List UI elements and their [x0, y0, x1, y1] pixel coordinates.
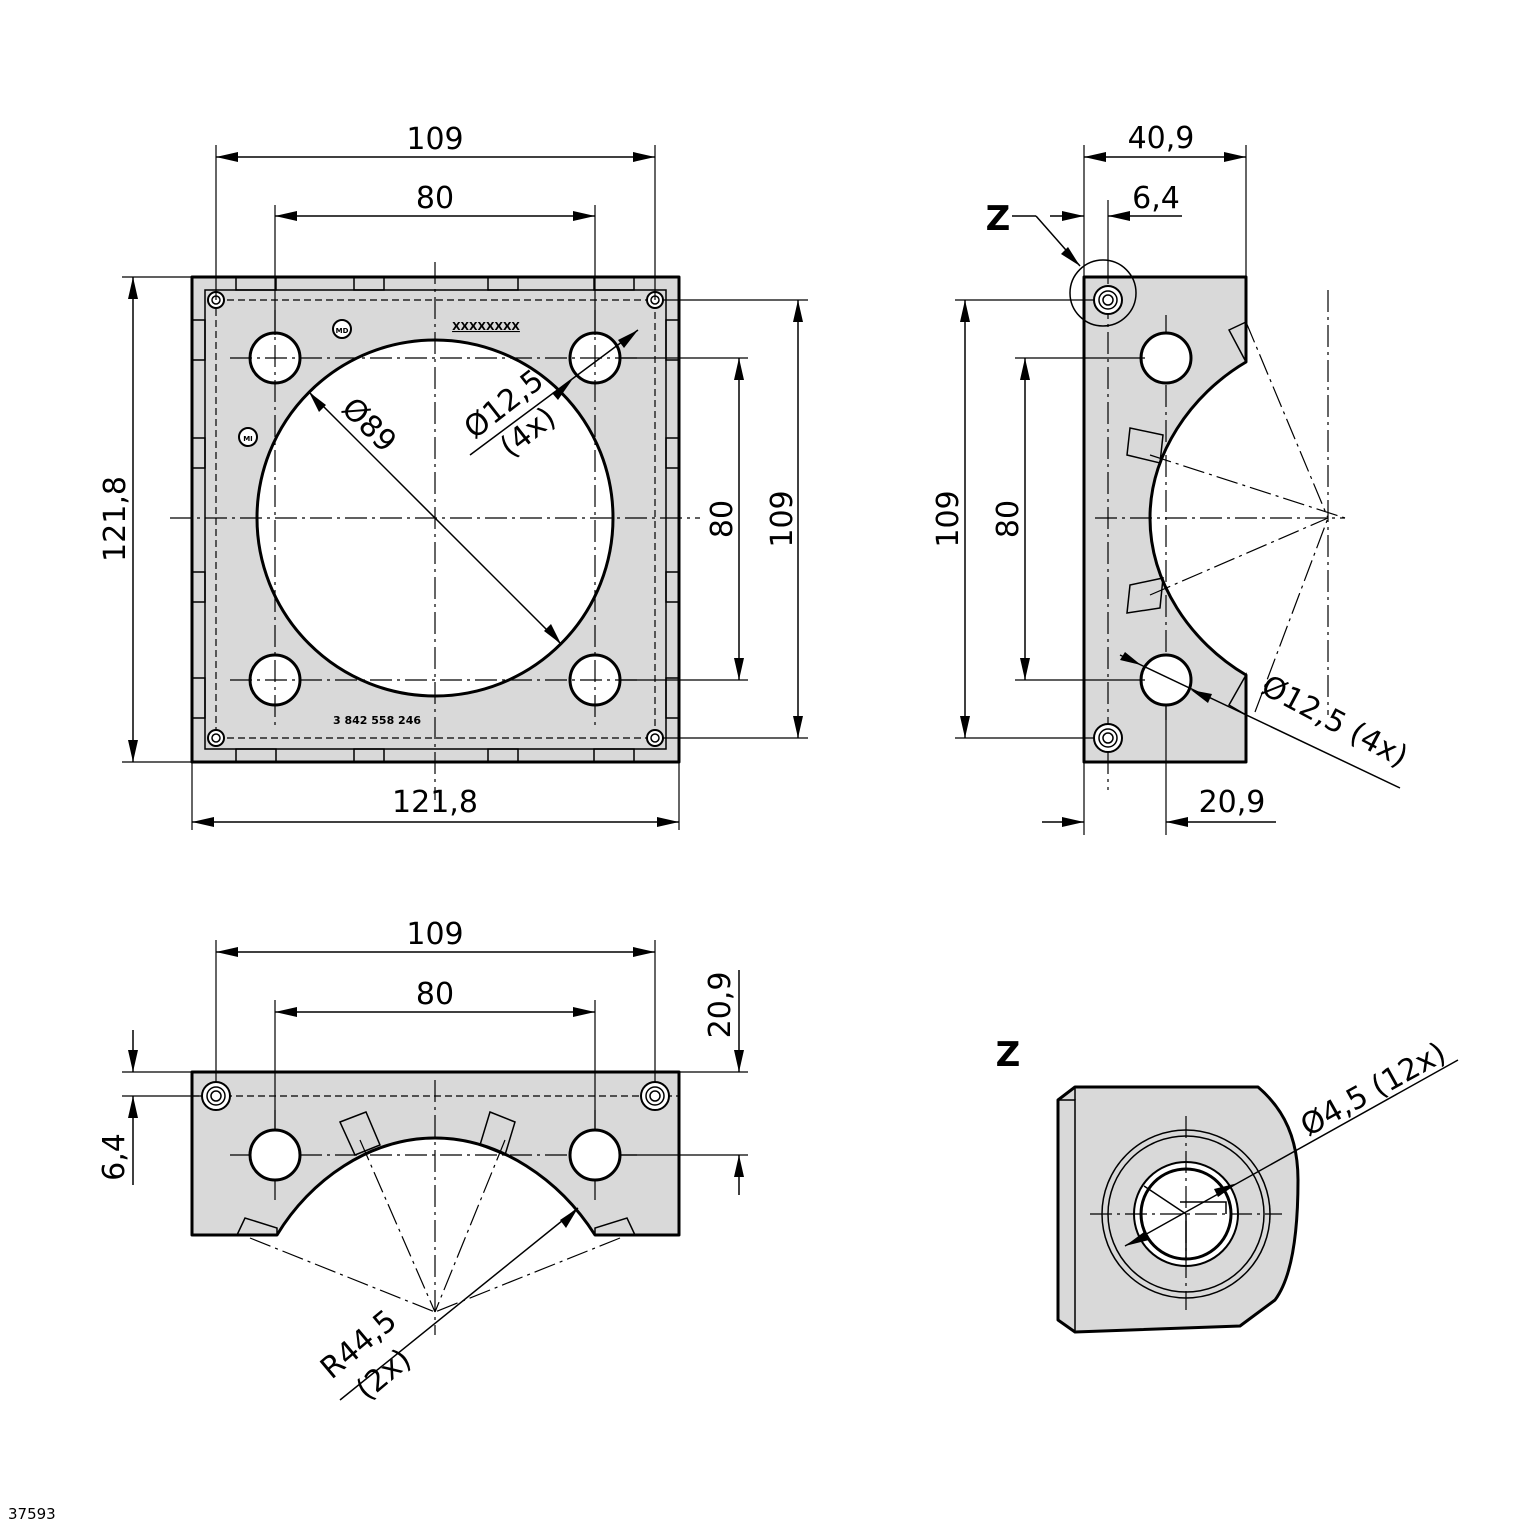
- bottom-screws: [201, 1081, 670, 1111]
- bottom-body: [190, 1070, 681, 1237]
- serial-mark: XXXXXXXX: [452, 320, 520, 333]
- front-view: MD MI XXXXXXXX 3 842 558 246 109 80 121,…: [98, 122, 808, 830]
- bottom-hole-left: [248, 1128, 302, 1182]
- front-dim-121-8-bottom: 121,8: [392, 785, 478, 820]
- md-logo-text: MD: [336, 327, 349, 335]
- front-clips: [191, 276, 680, 763]
- bottom-dim-109: 109: [406, 917, 463, 952]
- front-dim-80-top: 80: [416, 181, 454, 216]
- bottom-hole-right: [568, 1128, 622, 1182]
- detail-dim-hole-4-5: Ø4,5 (12x): [1295, 1036, 1452, 1144]
- side-dim-hole-12-5-4x: Ø12,5 (4x): [1256, 669, 1414, 775]
- md-logo: [332, 319, 352, 339]
- detail-label-z: Z: [996, 1035, 1021, 1075]
- front-hidden-outline: [215, 299, 656, 739]
- bottom-dim-20-9: 20,9: [703, 972, 738, 1039]
- side-dim-80: 80: [991, 500, 1026, 538]
- side-screws: [1093, 285, 1123, 753]
- mi-logo-text: MI: [243, 435, 253, 443]
- bottom-dim-6-4: 6,4: [97, 1133, 132, 1181]
- front-dim-109-right: 109: [765, 490, 800, 547]
- bottom-dim-80: 80: [416, 977, 454, 1012]
- part-number-engraving: 3 842 558 246: [333, 714, 421, 727]
- front-dim-121-8-left: 121,8: [98, 476, 133, 562]
- side-dim-20-9: 20,9: [1199, 785, 1266, 820]
- side-hole-top: [1139, 331, 1193, 385]
- front-dim-80-right: 80: [705, 500, 740, 538]
- side-detail-label-z: Z: [986, 199, 1011, 239]
- side-dim-109: 109: [931, 490, 966, 547]
- side-dim-6-4: 6,4: [1132, 181, 1180, 216]
- side-view: Z 40,9 6,4 109 80: [931, 121, 1413, 835]
- bottom-view: 109 80 20,9 6,4 R44,5 (2x): [97, 917, 748, 1407]
- side-dim-40-9: 40,9: [1128, 121, 1195, 156]
- side-hole-bottom: [1139, 653, 1193, 707]
- detail-z-circle: [1069, 259, 1137, 327]
- front-dim-109-top: 109: [406, 122, 463, 157]
- mi-logo: [238, 427, 258, 447]
- document-number: 37593: [8, 1505, 56, 1523]
- detail-view-z: Z Ø4,5 (12x): [996, 1035, 1459, 1334]
